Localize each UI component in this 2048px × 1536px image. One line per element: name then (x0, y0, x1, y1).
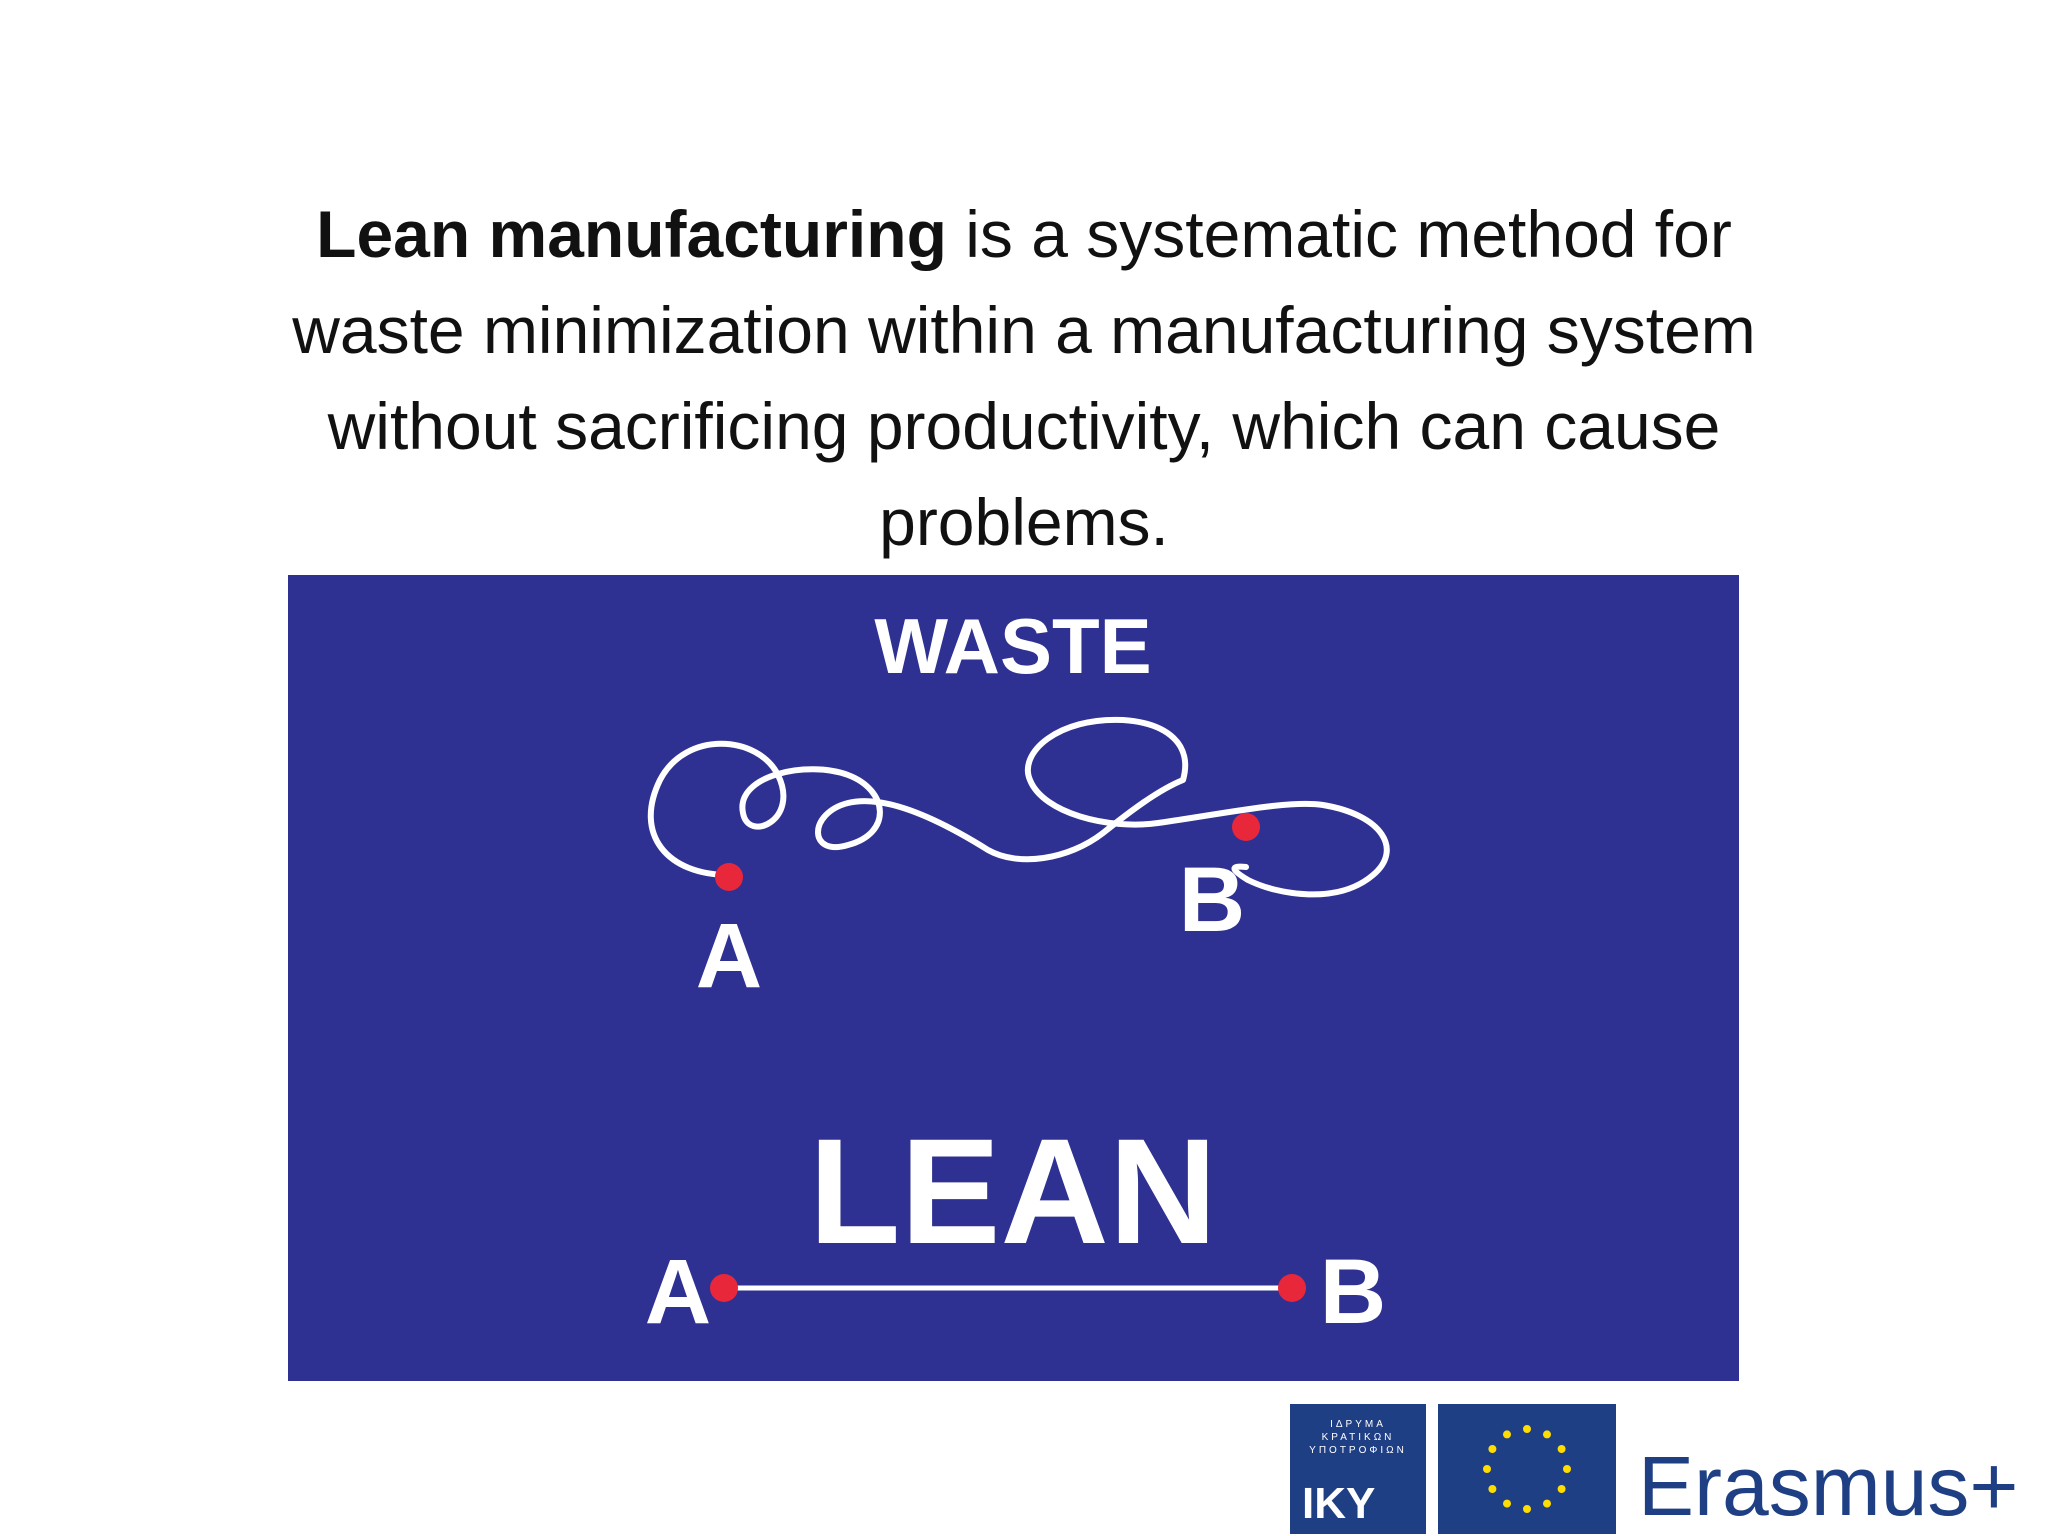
definition-line-3: without sacrificing productivity, which … (327, 389, 1721, 463)
eu-star-icon (1503, 1430, 1511, 1439)
eu-star-icon (1488, 1445, 1497, 1453)
waste-start-point (715, 863, 743, 891)
waste-vs-lean-figure: WASTE A B LEAN A B (288, 575, 1739, 1381)
waste-tangled-path (647, 716, 1390, 898)
definition-line-1: Lean manufacturing is a systematic metho… (150, 186, 1898, 282)
eu-star-icon (1503, 1499, 1511, 1508)
iky-logo-text: IKY (1302, 1479, 1376, 1528)
definition-line-1-rest: is a systematic method for (946, 197, 1732, 271)
eu-star-icon (1557, 1485, 1566, 1493)
eu-star-icon (1543, 1499, 1551, 1508)
eu-star-icon (1523, 1425, 1531, 1433)
waste-label: WASTE (874, 602, 1151, 690)
eu-star-icon (1557, 1445, 1566, 1453)
figure-background (288, 575, 1739, 1381)
waste-end-point (1232, 813, 1260, 841)
lean-end-point (1278, 1274, 1306, 1302)
lean-start-label: A (645, 1241, 711, 1343)
eu-star-icon (1543, 1430, 1551, 1439)
eu-star-icon (1483, 1465, 1491, 1473)
waste-end-label: B (1179, 849, 1245, 951)
iky-logo-small-text: ΙΔΡΥΜΑ ΚΡΑΤΙΚΩΝ ΥΠΟΤΡΟΦΙΩΝ (1309, 1419, 1407, 1456)
iky-logo: ΙΔΡΥΜΑ ΚΡΑΤΙΚΩΝ ΥΠΟΤΡΟΦΙΩΝ IKY (1290, 1404, 1426, 1534)
definition-text: Lean manufacturing is a systematic metho… (150, 186, 1898, 570)
funding-logos: ΙΔΡΥΜΑ ΚΡΑΤΙΚΩΝ ΥΠΟΤΡΟΦΙΩΝ IKY Erasmus+ (1290, 1398, 2048, 1536)
eu-star-icon (1523, 1505, 1531, 1513)
definition-lead-term: Lean manufacturing (316, 197, 947, 271)
definition-line-4: problems. (879, 485, 1169, 559)
lean-label: LEAN (809, 1107, 1217, 1275)
lean-end-label: B (1320, 1241, 1386, 1343)
definition-line-2: waste minimization within a manufacturin… (292, 293, 1756, 367)
eu-flag-icon (1438, 1404, 1616, 1534)
waste-vs-lean-illustration: WASTE A B LEAN A B (288, 575, 1739, 1381)
waste-start-label: A (696, 905, 762, 1007)
eu-stars-icon (1483, 1425, 1571, 1513)
eu-star-icon (1488, 1485, 1497, 1493)
lean-start-point (710, 1274, 738, 1302)
eu-star-icon (1563, 1465, 1571, 1473)
erasmus-plus-logo-text: Erasmus+ (1638, 1439, 2019, 1533)
